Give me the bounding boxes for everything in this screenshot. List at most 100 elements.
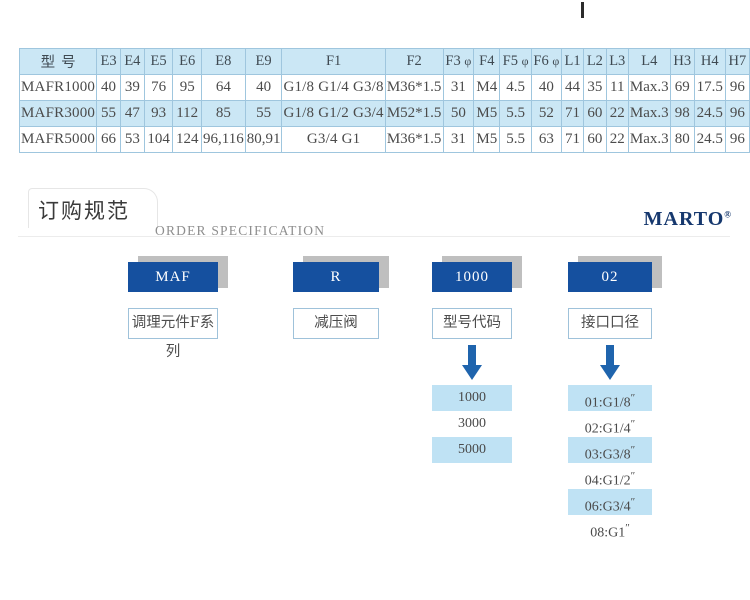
table-cell: 50	[442, 100, 475, 127]
option-text: 08:G1	[590, 525, 626, 541]
table-cell: 66	[96, 126, 121, 153]
table-cell: 52	[530, 100, 562, 127]
table-cell: M36*1.5	[384, 74, 444, 101]
table-cell-model: MAFR3000	[18, 100, 98, 127]
code-label-box: 调理元件F系列	[128, 308, 218, 360]
table-cell: 64	[201, 74, 246, 101]
table-cell: 96,116	[201, 126, 246, 153]
table-cell: Max.3	[627, 126, 671, 153]
option-text: 01:G1/8	[584, 395, 631, 411]
table-cell: 17.5	[693, 74, 726, 101]
option-item[interactable]: 03:G3/8″	[568, 437, 652, 463]
option-item[interactable]: 3000	[458, 416, 486, 431]
table-cell: M5	[473, 126, 501, 153]
option-item[interactable]: 04:G1/2″	[568, 463, 652, 489]
registered-trademark-icon: ®	[724, 209, 732, 220]
code-box-wrapper: 1000	[432, 256, 522, 292]
table-cell: 96	[724, 74, 750, 101]
code-box[interactable]: R	[293, 262, 379, 292]
option-item[interactable]: 5000	[432, 437, 512, 463]
table-header-cell: E6	[172, 48, 202, 75]
table-header-cell: L1	[560, 48, 585, 75]
table-header-cell: F5 φ	[499, 48, 532, 75]
table-cell: G1/8 G1/2 G3/4	[281, 100, 386, 127]
code-box[interactable]: 02	[568, 262, 652, 292]
code-label-box: 型号代码	[432, 308, 512, 339]
code-box[interactable]: 1000	[432, 262, 512, 292]
down-arrow-icon	[568, 339, 652, 385]
table-cell: 24.5	[693, 126, 726, 153]
inch-mark: ″	[630, 444, 636, 456]
table-cell: Max.3	[627, 100, 671, 127]
inch-mark: ″	[630, 470, 636, 482]
table-cell: 93	[143, 100, 174, 127]
table-cell: 95	[172, 74, 202, 101]
table-header-cell: L2	[583, 48, 607, 75]
table-header-cell: L3	[605, 48, 629, 75]
table-cell-model: MAFR5000	[18, 126, 98, 153]
option-item[interactable]: 08:G1″	[568, 515, 652, 541]
table-cell: 40	[530, 74, 562, 101]
table-cell: 5.5	[499, 126, 532, 153]
section-tab-shape	[28, 188, 158, 228]
section-title-english: ORDER SPECIFICATION	[155, 223, 326, 238]
table-cell: 63	[530, 126, 562, 153]
table-cell: 22	[605, 100, 629, 127]
table-cell: 24.5	[693, 100, 726, 127]
table-cell: 69	[669, 74, 695, 101]
section-divider	[18, 236, 730, 237]
table-cell: 35	[583, 74, 607, 101]
table-cell: 71	[560, 126, 585, 153]
code-box[interactable]: MAF	[128, 262, 218, 292]
table-cell: 80	[669, 126, 695, 153]
code-box-wrapper: R	[293, 256, 389, 292]
code-box-wrapper: MAF	[128, 256, 228, 292]
table-cell: 40	[244, 74, 283, 101]
table-cell: 22	[605, 126, 629, 153]
table-cell: M4	[473, 74, 501, 101]
table-cell: G1/8 G1/4 G3/8	[281, 74, 386, 101]
table-cell: 96	[724, 100, 750, 127]
option-item[interactable]: 1000	[432, 385, 512, 411]
top-edge-artifact	[581, 2, 584, 18]
code-label-box: 接口口径	[568, 308, 652, 339]
option-item[interactable]: 02:G1/4″	[568, 411, 652, 437]
table-header-cell: F4	[473, 48, 501, 75]
table-header-cell: H4	[693, 48, 726, 75]
table-cell: 4.5	[499, 74, 532, 101]
table-cell: 76	[143, 74, 174, 101]
table-header-cell: 型号	[18, 48, 98, 75]
table-cell: 5.5	[499, 100, 532, 127]
option-text: 04:G1/2	[584, 473, 631, 489]
option-item[interactable]: 01:G1/8″	[568, 385, 652, 411]
table-header-cell: H3	[669, 48, 695, 75]
flow-column: 1000 型号代码 1000 3000 5000	[432, 256, 522, 463]
table-header-cell: E4	[119, 48, 145, 75]
table-cell: 53	[119, 126, 145, 153]
table-cell: 80,91	[244, 126, 283, 153]
inch-mark: ″	[630, 392, 636, 404]
table-header-cell: E3	[96, 48, 121, 75]
brand-logo: MARTO®	[644, 208, 732, 231]
inch-mark: ″	[625, 522, 630, 534]
table-header-cell: L4	[627, 48, 671, 75]
option-text: 02:G1/4	[584, 421, 631, 437]
down-arrow-icon	[432, 339, 512, 385]
option-item[interactable]: 06:G3/4″	[568, 489, 652, 515]
table-cell: 71	[560, 100, 585, 127]
table-header-cell: E8	[201, 48, 246, 75]
option-text: 03:G3/8	[584, 447, 631, 463]
table-header-cell: H7	[724, 48, 750, 75]
table-header-cell: E5	[143, 48, 174, 75]
table-cell: 47	[119, 100, 145, 127]
table-cell: 60	[583, 100, 607, 127]
option-list: 1000 3000 5000	[432, 385, 512, 463]
table-cell: 31	[442, 74, 475, 101]
